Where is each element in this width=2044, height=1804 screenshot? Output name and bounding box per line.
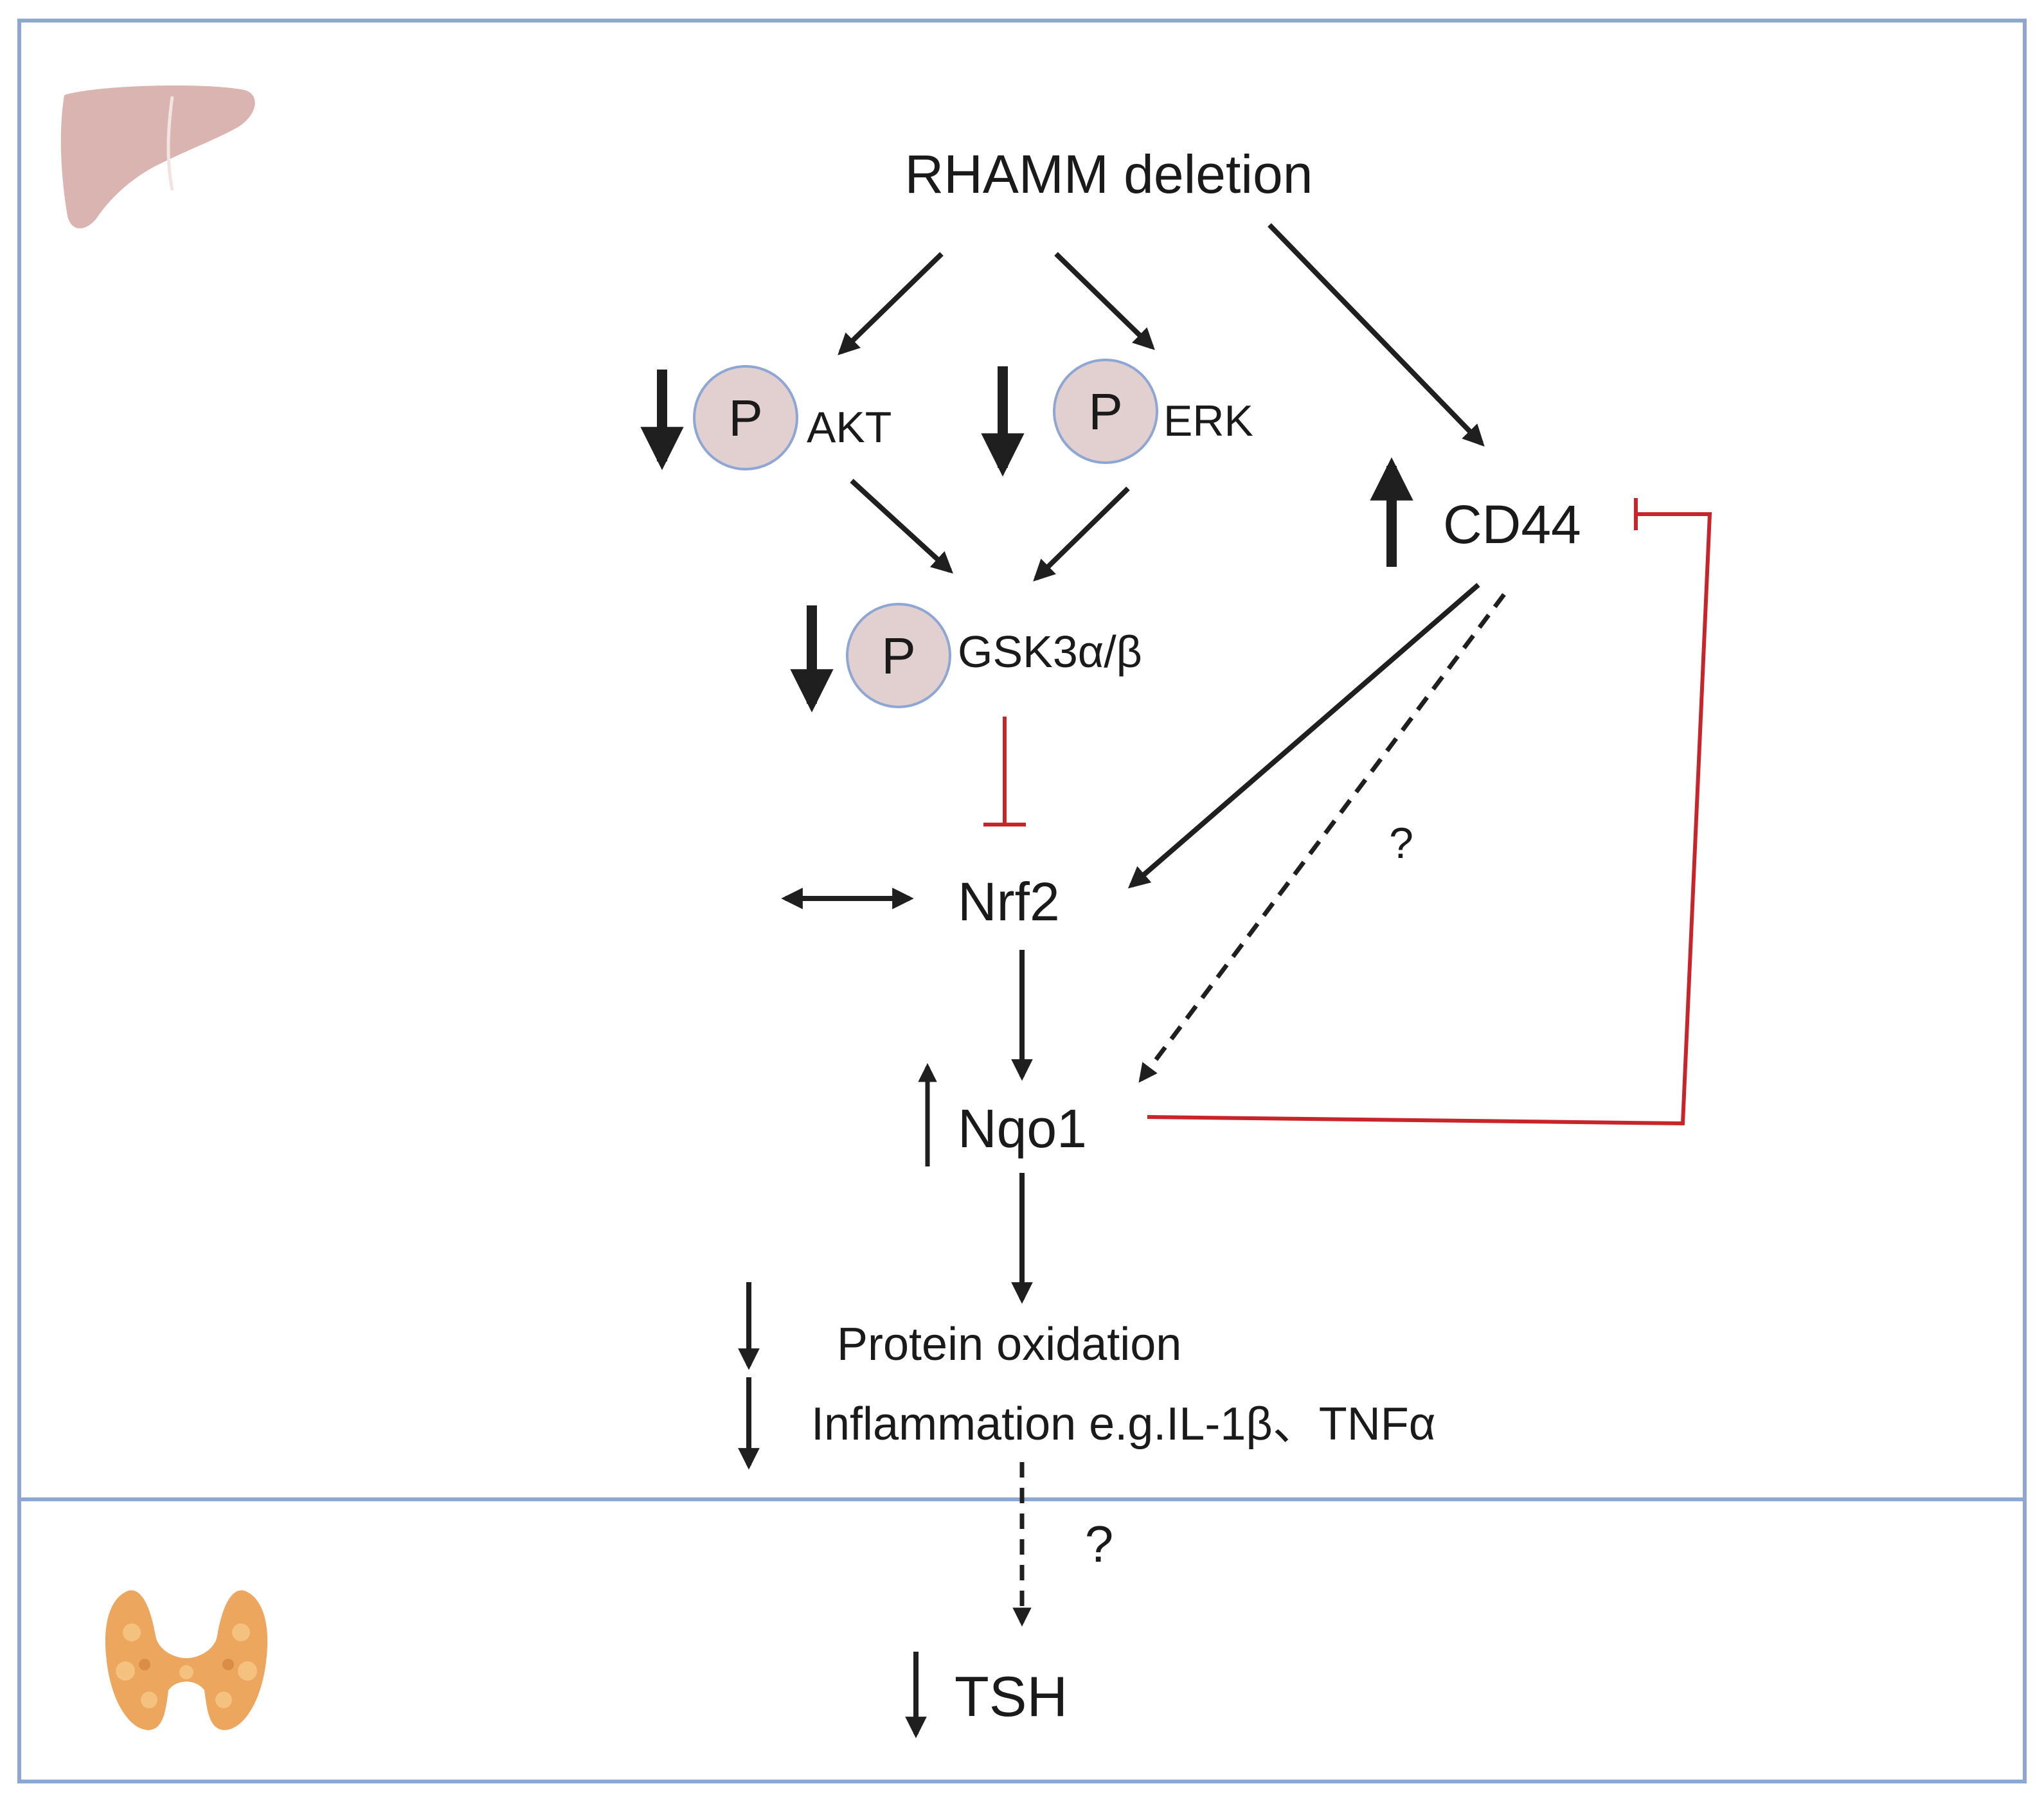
inhibit-nqo1-cd44 — [1147, 512, 1712, 1126]
erk-node: P ERK — [1053, 359, 1253, 464]
dashed-arrows — [1012, 593, 1506, 1627]
arrow-cd44-nrf2 — [1127, 582, 1480, 889]
inhibition-lines — [983, 498, 1712, 1126]
liver-icon — [60, 85, 255, 229]
arrow-rhamm-akt — [838, 252, 944, 355]
akt-node: P AKT — [693, 365, 892, 470]
unknown-tsh-question: ? — [1085, 1515, 1114, 1573]
nrf2-label: Nrf2 — [958, 871, 1060, 932]
protein-oxidation-label: Protein oxidation — [837, 1319, 1181, 1370]
inflammation-label: Inflammation e.g.IL-1β、TNFα — [811, 1398, 1435, 1450]
regulation-arrows — [640, 366, 1413, 1738]
cd44-label: CD44 — [1443, 494, 1581, 555]
erk-label: ERK — [1163, 397, 1253, 445]
akt-label: AKT — [807, 403, 892, 452]
nqo1-label: Nqo1 — [958, 1098, 1087, 1159]
arrow-akt-gsk3 — [850, 479, 953, 574]
activation-arrows — [781, 223, 1485, 1304]
phospho-label: P — [728, 389, 762, 447]
gsk3-node: P GSK3α/β — [846, 603, 1142, 708]
phospho-circle — [1053, 359, 1158, 464]
thyroid-icon — [105, 1590, 268, 1730]
phospho-label: P — [881, 627, 915, 684]
phospho-circle — [693, 365, 798, 470]
unknown-link-question: ? — [1389, 819, 1413, 868]
outer-frame — [17, 19, 2027, 1783]
dashed-arrow-cd44-nqo1 — [1138, 593, 1506, 1083]
phospho-label: P — [1088, 383, 1122, 440]
arrow-erk-gsk3 — [1033, 487, 1130, 582]
arrow-rhamm-erk — [1054, 252, 1155, 350]
arrow-rhamm-cd44 — [1268, 223, 1485, 447]
phospho-circle — [846, 603, 951, 708]
tsh-label: TSH — [955, 1665, 1068, 1728]
gsk3-label: GSK3α/β — [958, 627, 1142, 677]
rhamm-deletion-label: RHAMM deletion — [905, 144, 1313, 204]
